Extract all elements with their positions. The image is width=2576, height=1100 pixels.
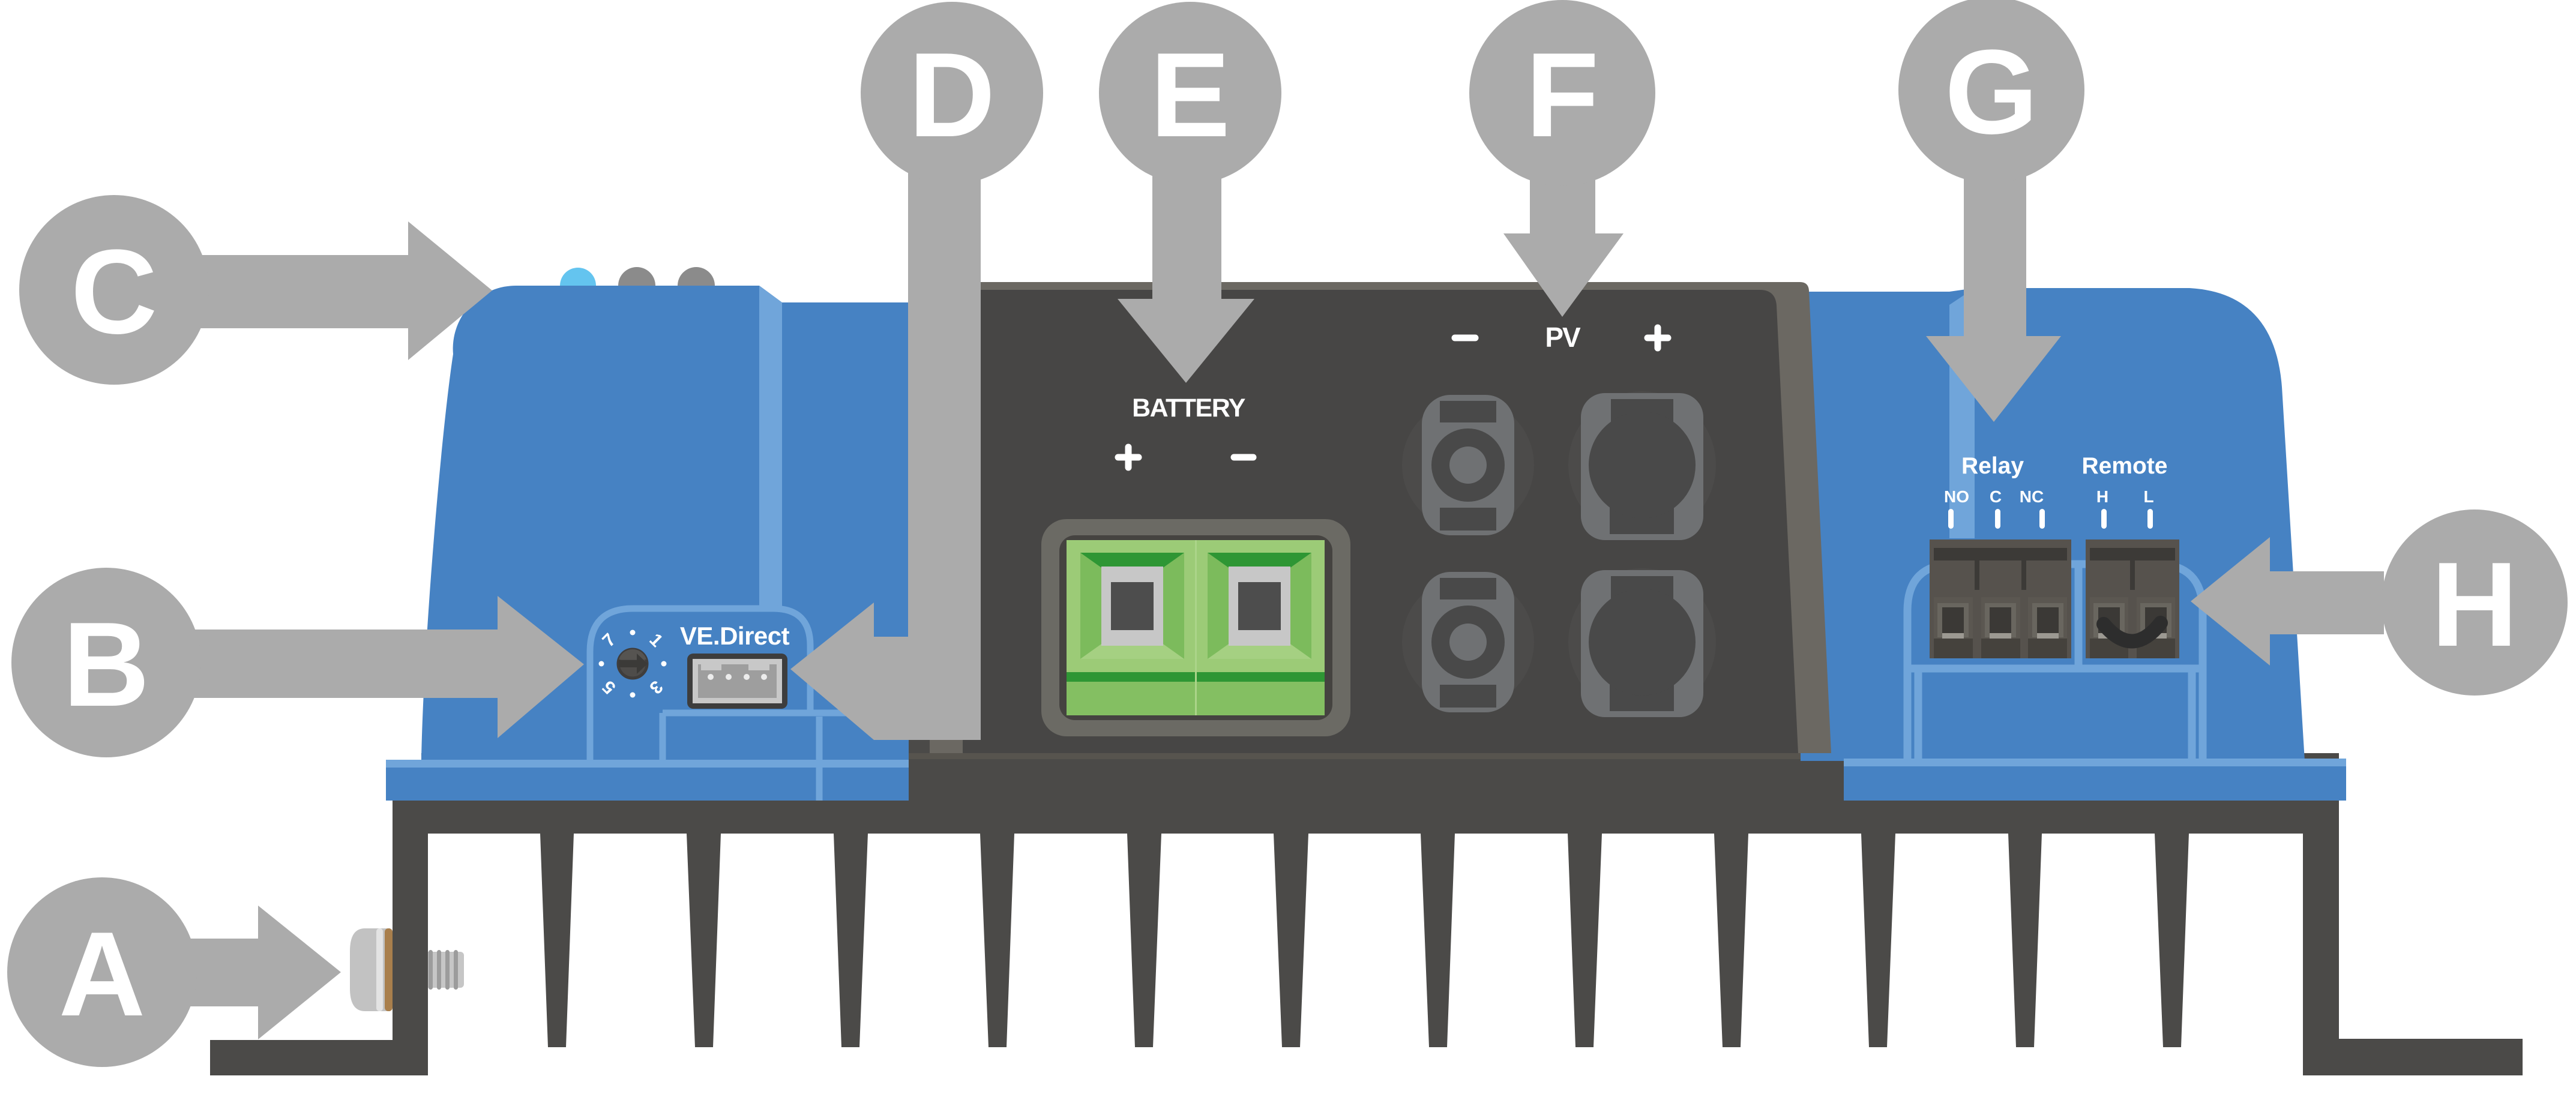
svg-text:NC: NC <box>2020 487 2044 506</box>
svg-text:BATTERY: BATTERY <box>1132 394 1245 422</box>
svg-text:NO: NO <box>1944 487 1969 506</box>
svg-text:A: A <box>59 907 145 1041</box>
svg-text:VE.Direct: VE.Direct <box>680 622 790 650</box>
svg-text:L: L <box>2143 487 2153 506</box>
svg-text:C: C <box>1990 487 2002 506</box>
svg-text:H: H <box>2431 538 2518 672</box>
svg-text:H: H <box>2096 487 2108 506</box>
svg-text:E: E <box>1150 28 1230 162</box>
svg-text:C: C <box>71 225 157 359</box>
svg-text:Remote: Remote <box>2081 453 2167 479</box>
svg-text:D: D <box>909 28 995 162</box>
svg-text:Relay: Relay <box>1961 453 2024 479</box>
svg-text:F: F <box>1526 28 1599 162</box>
svg-text:PV: PV <box>1545 322 1581 353</box>
svg-text:G: G <box>1945 25 2038 159</box>
svg-text:B: B <box>63 598 149 732</box>
